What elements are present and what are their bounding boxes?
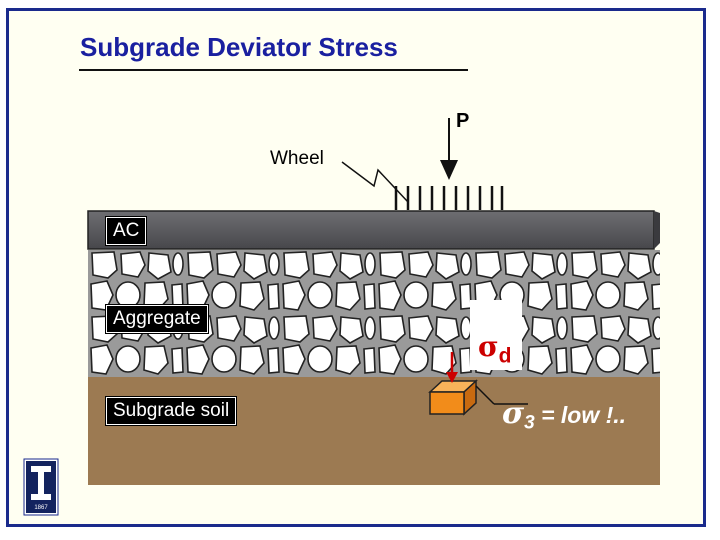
soil-element-cube [428,379,478,416]
wheel-leader-line [341,161,409,203]
load-label: P [456,110,470,132]
confining-stress-label: σ3 = low !.. [502,396,626,435]
wheel-label: Wheel [270,148,324,169]
sigma-symbol: σ [502,396,525,431]
deviator-subscript: d [498,344,512,368]
university-logo: 1867 [23,458,59,516]
logo-year: 1867 [34,505,48,511]
slide-title: Subgrade Deviator Stress [80,32,398,62]
confining-stress-leader [475,385,495,405]
ac-layer-label: AC [104,216,148,246]
sigma-symbol: σ [478,330,499,363]
wheel-load-bars [394,186,504,210]
load-arrow [440,118,458,180]
confining-subscript: 3 [524,412,535,434]
title-underline [79,69,468,71]
subgrade-layer-label: Subgrade soil [104,396,238,426]
deviator-stress-arrow [446,352,458,383]
subgrade-layer [88,377,660,485]
aggregate-layer-label: Aggregate [105,304,209,334]
deviator-stress-label: σd [476,330,514,369]
ac-layer [87,210,655,250]
confining-stress-text: = low !.. [534,402,627,428]
